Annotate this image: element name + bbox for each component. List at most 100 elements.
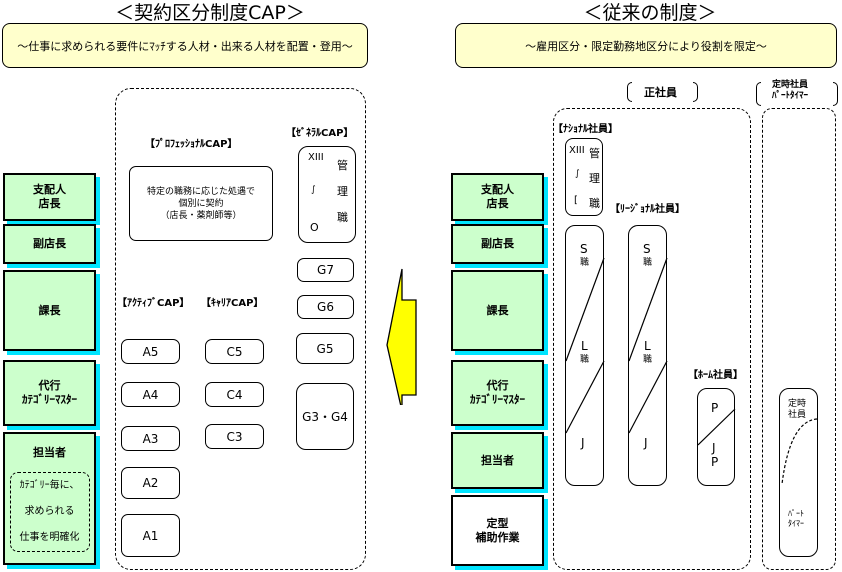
grade-g6: G6 xyxy=(297,295,354,319)
teiji-bracket-left xyxy=(756,82,761,106)
left-arrow-icon xyxy=(386,268,417,405)
teiji-curve xyxy=(781,418,818,485)
kanri-char: 理 xyxy=(589,172,600,185)
regional-column: S 職 L 職 J xyxy=(628,225,668,486)
teiji-label-line: 社員 xyxy=(788,410,807,420)
position-kacho: 課長 xyxy=(451,270,544,351)
position-label: ｶﾃｺﾞﾘｰﾏｽﾀｰ xyxy=(470,393,525,406)
position-tantousha: 担当者 ｶﾃｺﾞﾘｰ毎に、 求められる 仕事を明確化 xyxy=(3,432,96,565)
kanri-char: 管 xyxy=(589,147,600,160)
grade-divider-lines xyxy=(566,257,605,434)
general-kanri-box: XIII ∫ O 管 理 職 xyxy=(298,146,356,243)
teiji-top-label: 定時 社員 xyxy=(788,399,806,421)
teiji-panel xyxy=(762,108,836,570)
teiji-label-line: ﾊﾟｰﾄ xyxy=(788,509,804,518)
professional-desc: 特定の職務に応じた処遇で xyxy=(146,186,255,197)
position-label: 担当者 xyxy=(33,446,66,459)
right-banner: ～雇用区分・限定勤務地区分により役割を限定～ xyxy=(455,23,837,68)
seishain-bracket-right xyxy=(693,82,698,102)
position-label: ｶﾃｺﾞﾘｰﾏｽﾀｰ xyxy=(22,393,77,406)
grade-j: J xyxy=(581,436,585,450)
position-shihainin-tencho: 支配人 店長 xyxy=(451,173,544,221)
range-top: XIII xyxy=(308,152,324,163)
left-banner: ～仕事に求められる要件にﾏｯﾁする人材・出来る人材を配置・登用～ xyxy=(2,23,368,68)
position-label: 補助作業 xyxy=(475,530,520,544)
position-label: 担当者 xyxy=(481,453,514,467)
position-label: 店長 xyxy=(486,197,509,210)
professional-cap-box: 特定の職務に応じた処遇で 個別に契約 （店長・薬剤師等） xyxy=(129,166,273,241)
teiji-header: 定時社員 ﾊﾟｰﾄﾀｲﾏｰ xyxy=(772,80,808,102)
home-label: 【ﾎｰﾑ社員】 xyxy=(688,370,743,381)
grade-a2: A2 xyxy=(121,467,180,499)
teiji-header-line: ﾊﾟｰﾄﾀｲﾏｰ xyxy=(772,91,809,101)
position-shihainin-tencho: 支配人 店長 xyxy=(3,173,96,221)
position-label: 定型 xyxy=(486,516,509,530)
grade-c5: C5 xyxy=(205,339,264,364)
grade-divider-lines xyxy=(629,257,668,434)
grade-l: L xyxy=(644,339,651,353)
position-fukutencho: 副店長 xyxy=(3,224,96,264)
grade-g5: G5 xyxy=(296,333,354,364)
general-cap-label: 【ｾﾞﾈﾗﾙCAP】 xyxy=(286,128,354,139)
grade-g7: G7 xyxy=(297,258,354,282)
grade-s: S xyxy=(580,242,588,256)
grade-a3: A3 xyxy=(121,426,180,451)
national-kanri-box: XIII ∫ [ 管 理 職 xyxy=(565,138,603,216)
note-line: 仕事を明確化 xyxy=(19,532,80,543)
grade-a5: A5 xyxy=(121,339,180,364)
grade-a1: A1 xyxy=(121,514,180,557)
kanri-char: 理 xyxy=(337,185,348,198)
position-tantousha: 担当者 xyxy=(451,432,544,489)
professional-desc: （店長・薬剤師等） xyxy=(160,210,242,221)
kanri-char: 職 xyxy=(589,197,600,210)
teiji-label-line: 定時 xyxy=(788,399,807,409)
grade-j: J xyxy=(644,436,648,450)
grade-p: P xyxy=(711,455,719,469)
position-label: 代行 xyxy=(486,379,509,392)
grade-s-sub: 職 xyxy=(643,258,653,268)
range-bottom: O xyxy=(310,221,319,234)
grade-c4: C4 xyxy=(205,382,264,407)
right-title: ＜従来の制度＞ xyxy=(583,2,717,24)
grade-divider-line xyxy=(698,408,736,446)
professional-desc: 個別に契約 xyxy=(178,198,224,209)
seishain-bracket-left xyxy=(627,82,632,102)
grade-a4: A4 xyxy=(121,382,180,407)
grade-l-sub: 職 xyxy=(580,355,590,365)
position-label: 副店長 xyxy=(33,237,66,250)
professional-cap-label: 【ﾌﾟﾛﾌｪｯｼｮﾅﾙCAP】 xyxy=(145,139,238,150)
note-line: ｶﾃｺﾞﾘｰ毎に、 xyxy=(19,480,80,491)
career-cap-label: 【ｷｬﾘｱCAP】 xyxy=(201,298,264,309)
grade-l-sub: 職 xyxy=(643,355,653,365)
tantousha-note: ｶﾃｺﾞﾘｰ毎に、 求められる 仕事を明確化 xyxy=(9,472,90,552)
position-label: 課長 xyxy=(38,303,61,317)
kanri-char: 管 xyxy=(337,159,348,172)
teiji-bottom-label: ﾊﾟｰﾄ ﾀｲﾏｰ xyxy=(788,509,804,529)
teiji-bracket-right xyxy=(833,82,838,106)
seishain-header: 正社員 xyxy=(644,86,677,99)
national-column: S 職 L 職 J xyxy=(565,225,605,486)
grade-s-sub: 職 xyxy=(580,258,590,268)
position-label: 支配人 xyxy=(33,183,66,196)
grade-s: S xyxy=(643,242,651,256)
position-dairi-category-master: 代行 ｶﾃｺﾞﾘｰﾏｽﾀｰ xyxy=(451,360,544,426)
national-label: 【ﾅｼｮﾅﾙ社員】 xyxy=(553,124,618,135)
note-line: 求められる xyxy=(24,506,75,517)
position-label: 副店長 xyxy=(481,237,514,250)
position-label: 店長 xyxy=(38,197,61,210)
range-sep: ∫ xyxy=(575,169,580,179)
teiji-column: 定時 社員 ﾊﾟｰﾄ ﾀｲﾏｰ xyxy=(779,388,818,557)
regional-label: 【ﾘｰｼﾞｮﾅﾙ社員】 xyxy=(610,204,685,215)
range-sep: ∫ xyxy=(311,185,316,195)
position-label: 支配人 xyxy=(481,183,514,196)
grade-c3: C3 xyxy=(205,424,264,449)
position-fukutencho: 副店長 xyxy=(451,224,544,264)
teiji-header-line: 定時社員 xyxy=(772,80,809,90)
grade-j: J xyxy=(712,441,716,455)
position-teikei-hojo: 定型 補助作業 xyxy=(451,495,544,566)
range-bottom: [ xyxy=(574,195,578,206)
position-dairi-category-master: 代行 ｶﾃｺﾞﾘｰﾏｽﾀｰ xyxy=(3,360,96,426)
grade-l: L xyxy=(581,339,588,353)
home-column: P J P xyxy=(697,388,736,486)
teiji-label-line: ﾀｲﾏｰ xyxy=(788,519,804,528)
